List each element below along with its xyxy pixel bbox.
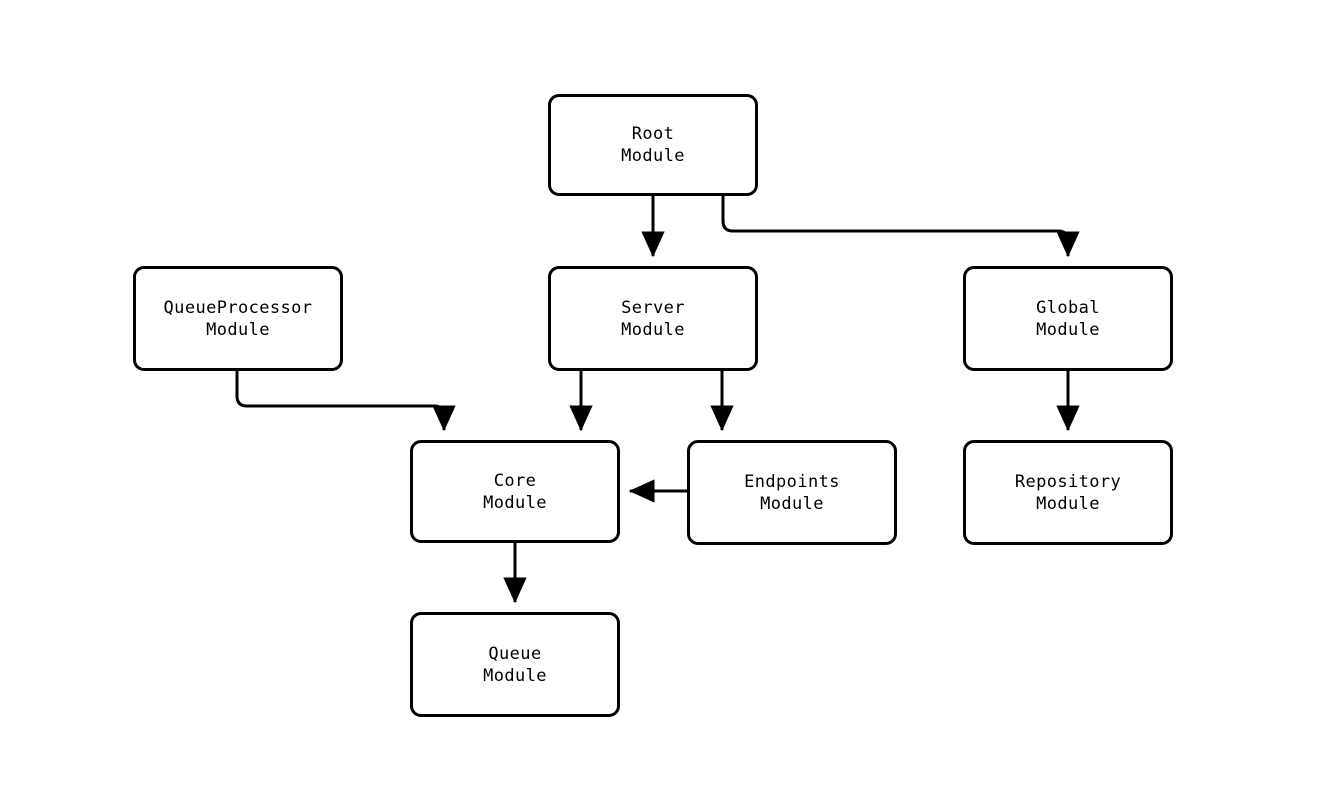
node-repository-module-label-line2: Module: [1036, 493, 1100, 514]
node-endpoints-module[interactable]: Endpoints Module: [687, 440, 897, 545]
node-repository-module[interactable]: Repository Module: [963, 440, 1173, 545]
node-server-module-label-line1: Server: [621, 297, 685, 318]
node-server-module[interactable]: Server Module: [548, 266, 758, 371]
node-core-module[interactable]: Core Module: [410, 440, 620, 543]
edge-queueprocessor-to-core: [235, 371, 456, 432]
node-core-module-label-line1: Core: [493, 470, 537, 491]
node-global-module-label-line2: Module: [1036, 319, 1100, 340]
edge-root-to-global: [721, 196, 1080, 258]
node-queueprocessor-module-label-line2: Module: [206, 319, 270, 340]
node-queue-module-label-line1: Queue: [488, 643, 542, 664]
node-core-module-label-line2: Module: [483, 492, 547, 513]
node-repository-module-label-line1: Repository: [1014, 471, 1122, 492]
node-global-module[interactable]: Global Module: [963, 266, 1173, 371]
node-root-module-label-line2: Module: [621, 146, 685, 166]
node-queueprocessor-module[interactable]: QueueProcessor Module: [133, 266, 343, 371]
node-endpoints-module-label-line1: Endpoints: [744, 471, 840, 492]
node-queueprocessor-module-label-line1: QueueProcessor: [163, 297, 313, 318]
node-queue-module[interactable]: Queue Module: [410, 612, 620, 717]
node-root-module[interactable]: Root Module: [548, 94, 758, 196]
node-queue-module-label-line2: Module: [483, 665, 547, 686]
node-root-module-label-line1: Root: [631, 124, 675, 144]
node-global-module-label-line1: Global: [1036, 297, 1100, 318]
node-endpoints-module-label-line2: Module: [760, 493, 824, 514]
node-server-module-label-line2: Module: [621, 319, 685, 340]
